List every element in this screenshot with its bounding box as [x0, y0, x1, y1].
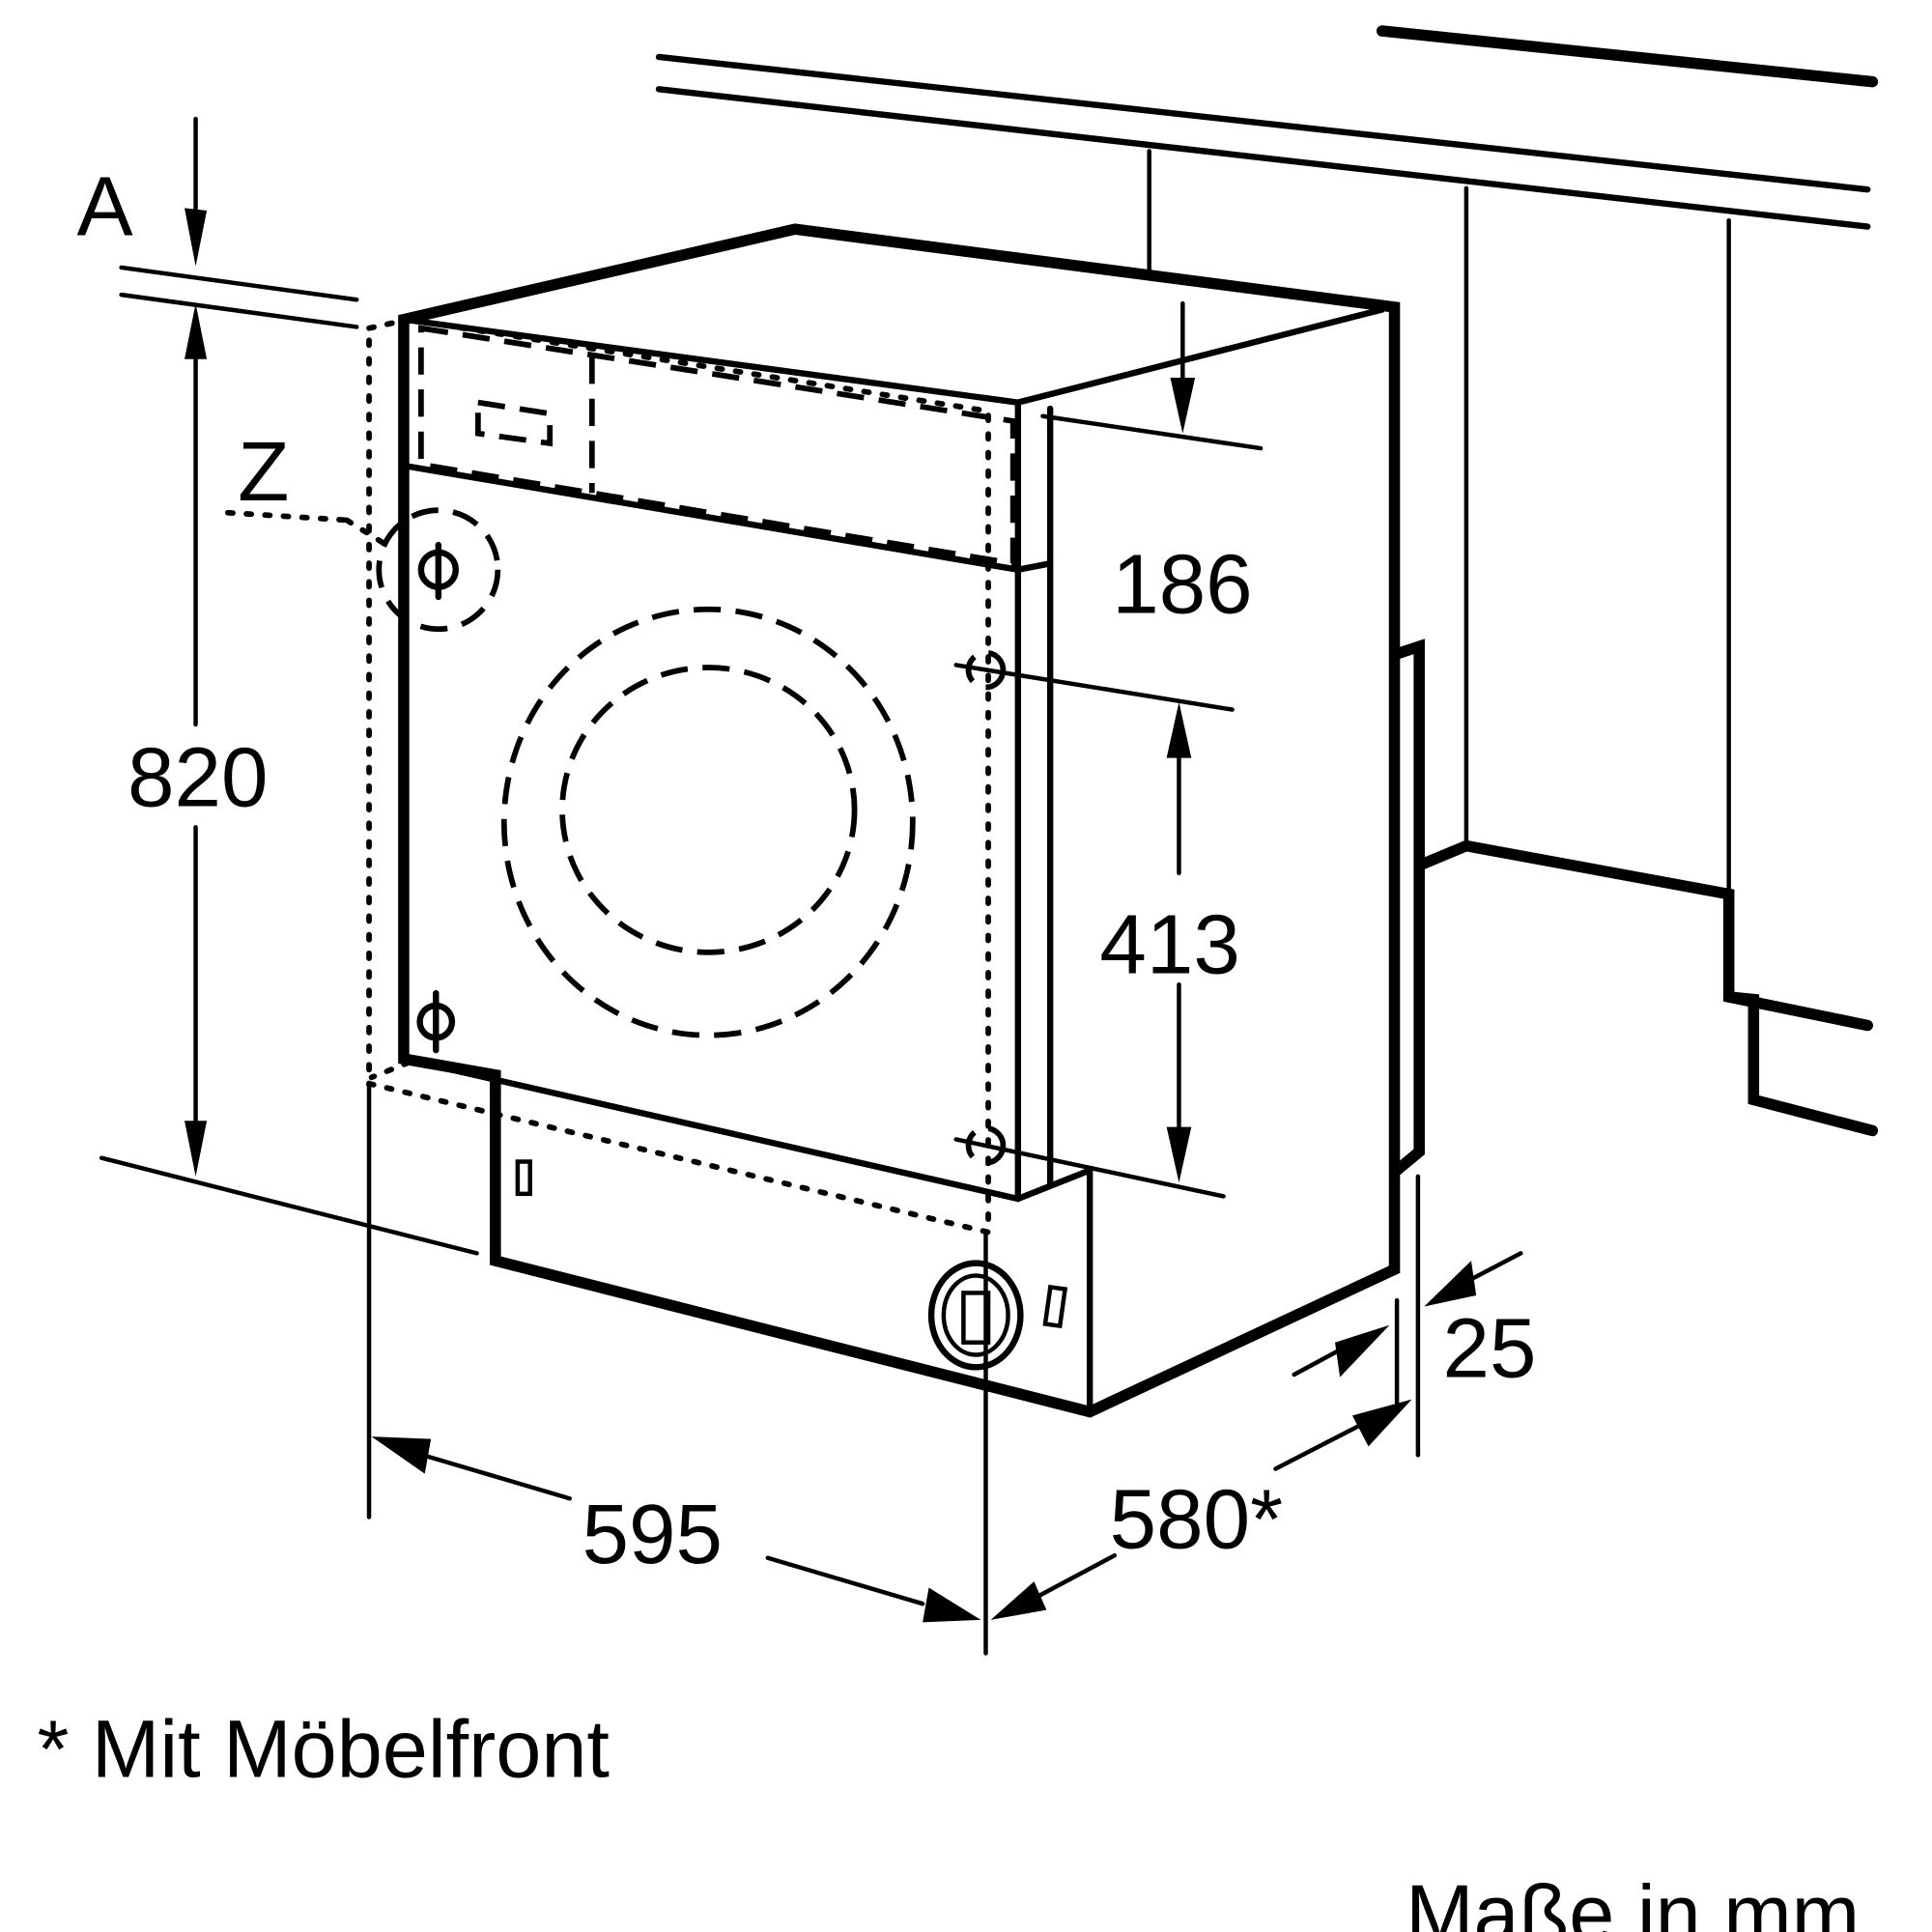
dimension-lines [99, 116, 1523, 1656]
mounting-points [225, 507, 1007, 1166]
dimension-height: 820 [128, 731, 268, 825]
dimension-width: 595 [582, 1488, 723, 1581]
hidden-outlines [366, 316, 1016, 1236]
dimension-depth: 580* [1110, 1473, 1283, 1567]
countertop [655, 25, 1879, 230]
dimension-front-offset: 25 [1443, 1302, 1537, 1396]
adjacent-cabinet [1147, 149, 1879, 1177]
dimension-top-offset: 186 [1112, 538, 1252, 632]
label-z: Z [238, 425, 289, 519]
footnote: * Mit Möbelfront [37, 1703, 609, 1795]
dimension-door-height: 413 [1099, 898, 1239, 992]
units-note: Maße in mm [1406, 1867, 1860, 1932]
label-a: A [76, 160, 132, 254]
machine-body [398, 223, 1401, 1418]
